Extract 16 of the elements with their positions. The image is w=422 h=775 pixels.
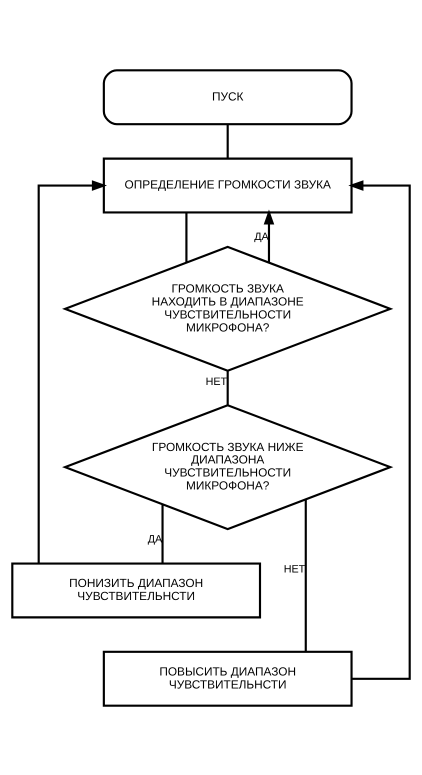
connector bbox=[161, 504, 164, 563]
arrow bbox=[348, 180, 411, 680]
connector bbox=[226, 124, 229, 158]
arrow bbox=[264, 208, 274, 262]
node-box: ПУСК bbox=[102, 68, 353, 125]
node-diamond: ГРОМКОСТЬ ЗВУКА НАХОДИТЬ В ДИАПАЗОНЕ ЧУВСТВИТЕЛЬНОСТИ МИКРОФОНА? bbox=[62, 245, 394, 372]
node-box: ПОВЫСИТЬ ДИАПАЗОН ЧУВСТВИТЕЛЬНСТИ bbox=[102, 650, 353, 706]
connector bbox=[304, 499, 307, 652]
edge-label: ДА bbox=[148, 533, 162, 546]
arrow bbox=[38, 180, 107, 563]
connector bbox=[185, 212, 188, 262]
node-box: ПОНИЗИТЬ ДИАПАЗОН ЧУВСТВИТЕЛЬНСТИ bbox=[11, 562, 262, 618]
node-diamond: ГРОМКОСТЬ ЗВУКА НИЖЕ ДИАПАЗОНА ЧУВСТВИТЕЛЬНОСТИ МИКРОФОНА? bbox=[62, 404, 394, 530]
edge-label: ДА bbox=[254, 230, 269, 242]
node-box: ОПРЕДЕЛЕНИЕ ГРОМКОСТИ ЗВУКА bbox=[102, 157, 353, 214]
connector bbox=[226, 370, 229, 405]
